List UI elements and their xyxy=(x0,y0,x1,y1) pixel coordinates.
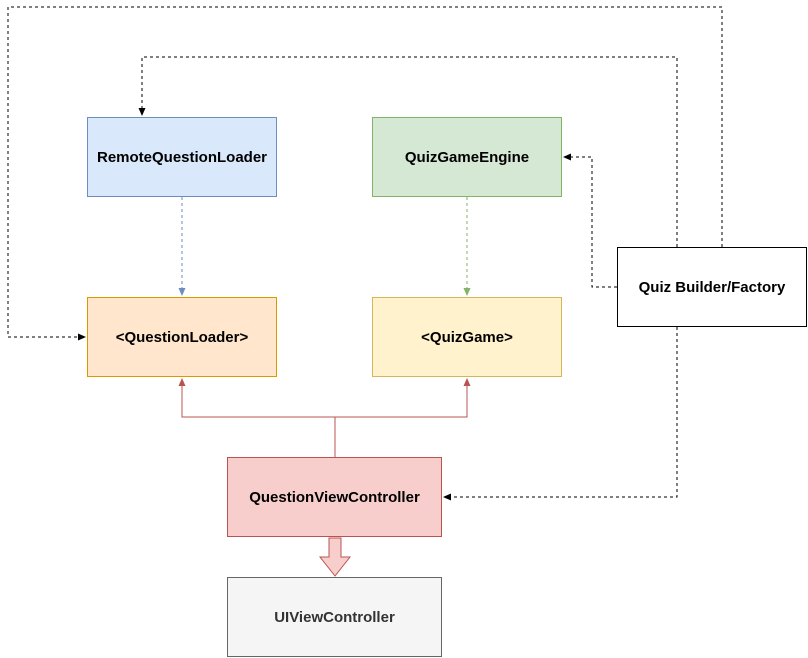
inheritance-block-arrow xyxy=(318,537,352,577)
factory-to-game-engine-arrow xyxy=(563,153,617,288)
quiz-game-protocol-box[interactable]: <QuizGame> xyxy=(372,297,562,377)
quiz-game-protocol-label: <QuizGame> xyxy=(421,328,513,346)
question-view-controller-box[interactable]: QuestionViewController xyxy=(227,457,442,537)
remote-loader-implements-arrow xyxy=(178,197,186,296)
question-view-controller-label: QuestionViewController xyxy=(249,488,420,506)
quiz-builder-factory-label: Quiz Builder/Factory xyxy=(638,278,786,296)
question-loader-protocol-label: <QuestionLoader> xyxy=(115,328,249,346)
question-loader-protocol-box[interactable]: <QuestionLoader> xyxy=(87,297,277,377)
factory-to-question-view-controller-arrow xyxy=(443,327,678,501)
factory-to-remote-loader-arrow xyxy=(138,56,678,247)
view-controller-dependency-arrows xyxy=(178,378,471,457)
remote-question-loader-label: RemoteQuestionLoader xyxy=(96,148,268,166)
ui-view-controller-label: UIViewController xyxy=(274,608,395,626)
game-engine-implements-arrow xyxy=(463,197,471,296)
remote-question-loader-box[interactable]: RemoteQuestionLoader xyxy=(87,117,277,197)
factory-to-question-loader-arrow xyxy=(7,6,723,341)
quiz-game-engine-box[interactable]: QuizGameEngine xyxy=(372,117,562,197)
quiz-game-engine-label: QuizGameEngine xyxy=(404,148,530,166)
ui-view-controller-box[interactable]: UIViewController xyxy=(227,577,442,657)
quiz-builder-factory-box[interactable]: Quiz Builder/Factory xyxy=(617,247,807,327)
